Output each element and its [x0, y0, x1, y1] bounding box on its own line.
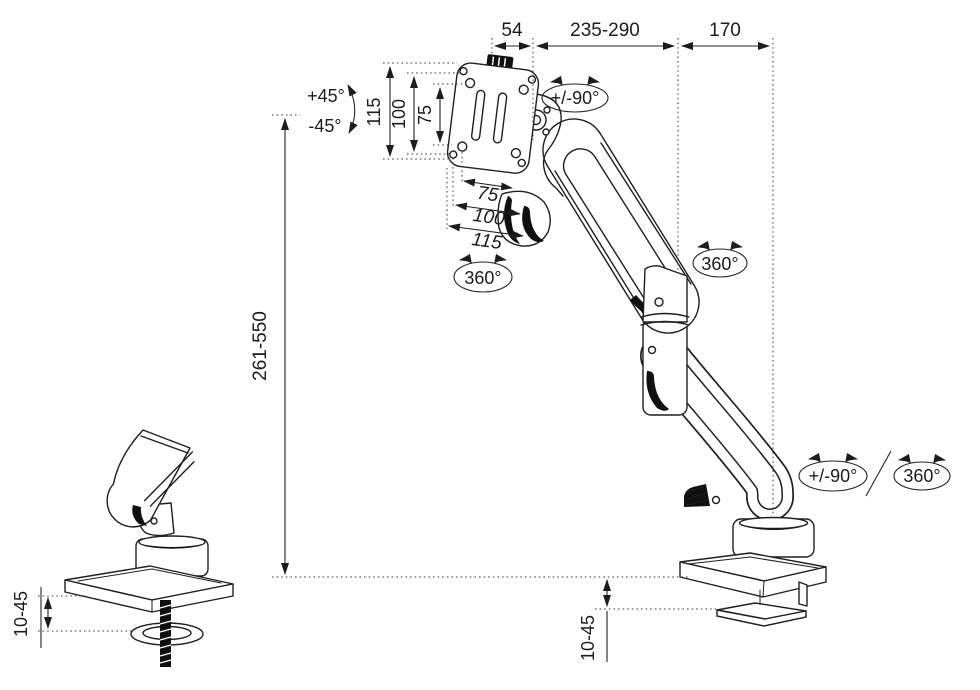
- dim-line-vesa-100h: [455, 202, 521, 217]
- elbow-joint: [640, 265, 690, 326]
- vesa-hole-75: [510, 147, 522, 159]
- vesa-hole-100: [459, 66, 468, 76]
- dim-line-vesa-115h: [448, 223, 524, 239]
- lower-arm: [640, 332, 794, 521]
- vesa-hole-100: [527, 75, 537, 84]
- main-monitor-arm: [446, 54, 827, 627]
- dim-vesa-height-outer: 115: [364, 98, 384, 127]
- dim-height-range: 261-550: [250, 311, 271, 381]
- dim-vesa-height-100: 100: [389, 99, 409, 129]
- dimension-lines: [40, 42, 892, 662]
- dim-base-offset: 170: [709, 20, 741, 41]
- grommet-threaded-rod: [159, 600, 172, 667]
- clamp-arm: [716, 581, 808, 627]
- vesa-pivot-annotation: [541, 75, 609, 113]
- rotation-annotations: [453, 75, 951, 492]
- vesa-slot: [492, 92, 508, 144]
- grommet-plate: [64, 565, 234, 613]
- dim-grommet-thickness: 10-45: [11, 591, 31, 637]
- labels: 54 235-290 170 115 100 75 +45° -45° +/-9…: [11, 20, 941, 661]
- vesa-rotation-annotation: [453, 253, 513, 293]
- grommet-mount-variant: [64, 429, 234, 667]
- pivot-slash: [865, 450, 892, 497]
- upper-arm: [542, 118, 700, 334]
- annotation-vesa-rotation: 360°: [464, 268, 501, 288]
- desk-clamp-base: [679, 552, 827, 598]
- vesa-hole-75: [518, 84, 529, 95]
- dim-clamp-thickness: 10-45: [578, 615, 598, 661]
- vesa-hole-100: [449, 150, 458, 159]
- dim-line-vesa-75h: [463, 178, 513, 191]
- tilt-arc: [347, 84, 358, 134]
- arm-rotation-annotation: [692, 240, 748, 278]
- dim-vesa-width-outer: 115: [470, 229, 503, 254]
- riser-post: [642, 318, 688, 416]
- arm-stub: [106, 429, 195, 528]
- dim-vesa-offset: 54: [501, 20, 523, 41]
- dim-vesa-height-75: 75: [415, 105, 435, 125]
- annotation-vesa-pivot: +/-90°: [551, 88, 600, 108]
- vesa-hole-75: [457, 141, 468, 152]
- extension-lines: [38, 38, 774, 632]
- vesa-hole-75: [464, 77, 476, 89]
- base-pivot-annotation: [798, 452, 868, 492]
- dim-vesa-width-100: 100: [472, 205, 507, 230]
- annotation-arm-rotation: 360°: [701, 254, 738, 274]
- annotation-tilt-down: -45°: [308, 116, 341, 136]
- vesa-slot: [470, 89, 486, 141]
- base-rotation-annotation: [893, 453, 951, 491]
- post-screw: [647, 345, 657, 355]
- vesa-hole-100: [517, 158, 526, 168]
- post-slot: [646, 371, 669, 411]
- base-column: [732, 516, 815, 558]
- dim-arm-reach: 235-290: [570, 20, 640, 41]
- vesa-plate: [446, 54, 540, 174]
- dim-vesa-width-75: 75: [476, 183, 500, 207]
- annotation-base-pivot: +/-90°: [809, 466, 858, 486]
- annotation-tilt-up: +45°: [307, 86, 345, 106]
- hinge-screw: [711, 495, 721, 505]
- annotation-base-rotation: 360°: [903, 466, 940, 486]
